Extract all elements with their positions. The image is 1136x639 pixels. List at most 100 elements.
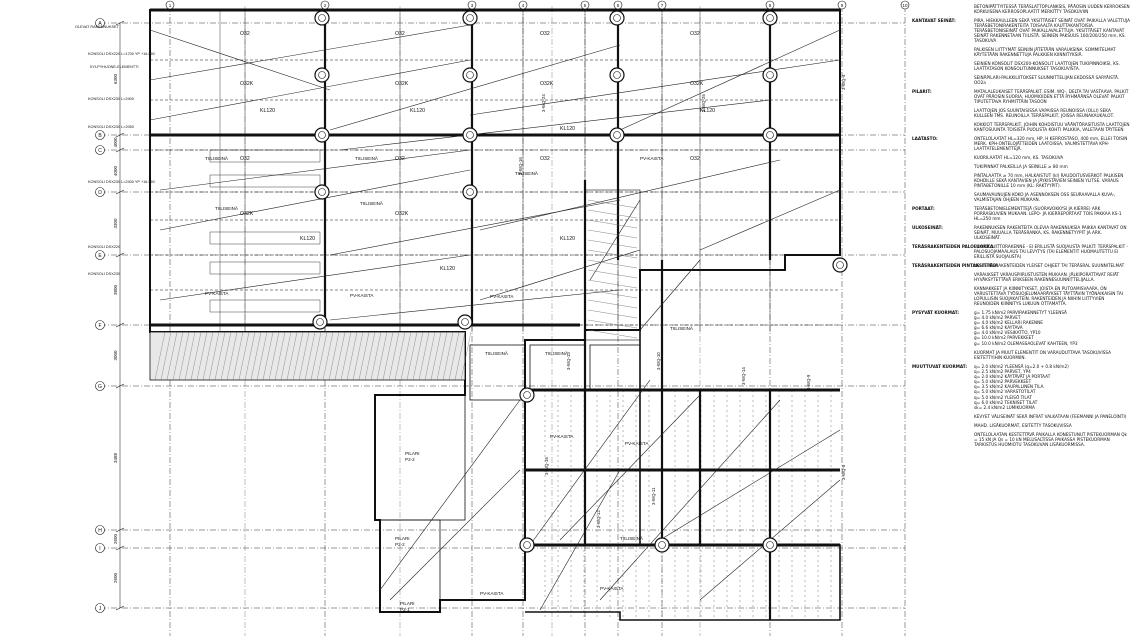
side-annotation: OLEVAT RAKENNUKSET [75, 25, 120, 29]
grid-lines [100, 6, 906, 636]
stair-hatch [587, 229, 638, 239]
dimension-tick [115, 20, 125, 26]
brick-wall-label: TIILISEINÄ [545, 350, 569, 356]
row-label: H [98, 528, 102, 534]
col-label: 8 [769, 3, 772, 8]
dimension-tick [115, 189, 125, 195]
hatch-line [244, 331, 256, 381]
dimension-text: 2600 [113, 533, 118, 544]
slab-type-label: KL120 [560, 236, 575, 242]
brick-wall-label: TIILISEINÄ [670, 325, 694, 331]
row-bubble [95, 603, 105, 613]
hatch-line [178, 331, 190, 381]
room-box [529, 344, 586, 391]
pv-strip-label: PV-KAISTA [490, 294, 514, 299]
note-row: LAATTOJEN JOS SUUNTAISISSA VAPAISSA REUN… [912, 108, 1132, 118]
column-marker [762, 537, 778, 553]
note-row: BETONIPÄTTYITESSÄ TERÄSLATTOPLANKSIS, PÄ… [912, 4, 1132, 14]
slab-type-label: O32K [240, 81, 254, 87]
row-label: F [98, 323, 101, 329]
note-text: KEVYET VÄLISEINÄT SEKÄ INFRAT VALKATAAN … [974, 414, 1127, 419]
note-row: KANNAKKEET JA KIINNITYKSET, JOISTA EN PU… [912, 286, 1132, 306]
col-bubble [837, 0, 847, 10]
concrete-wall-strip [149, 331, 466, 381]
span-diagonal [149, 29, 331, 91]
column-core [466, 14, 474, 22]
column-core [613, 14, 621, 22]
span-diagonal [339, 99, 771, 151]
dimension-tick [115, 132, 125, 138]
dimension-tick [115, 322, 125, 328]
note-text: RAKENNUKSEN RAKENTEITA OLEVIA RAKENNUKSI… [974, 225, 1128, 241]
hatch-line [406, 331, 418, 381]
slab-type-label: O32K [540, 81, 554, 87]
stair-hatch [587, 299, 638, 309]
beam-id-label: 3-WQ-25 [701, 94, 706, 112]
row-bubble [95, 187, 105, 197]
brick-wall-label: TIILISEINÄ [360, 200, 384, 206]
slab-type-label: O32 [240, 31, 250, 37]
hatch-line [346, 331, 358, 381]
side-annotation: KYLPYHUONE-ELEMENTTI [90, 65, 139, 69]
dimension-text: 4000 [113, 137, 118, 148]
hatch-line [400, 331, 412, 381]
note-row: ONTELOLAATAN KESTETTÄVÄ PAIKALLA KONESTU… [912, 432, 1132, 447]
note-text: PALKISEN LIITTYMÄT SEINIIN JÄTETÄÄN VARA… [974, 47, 1118, 58]
slab-span-arrows [149, 24, 841, 611]
brick-wall-label: TIILISEINÄ [515, 170, 539, 176]
hatch-line [412, 331, 424, 381]
note-text: BETONIPÄTTYITESSÄ TERÄSLATTOPLANKSIS, PÄ… [974, 4, 1132, 15]
dimension-tick [115, 252, 125, 258]
hatch-line [214, 331, 226, 381]
slab-type-label: O32K [395, 211, 409, 217]
dimension-text: 3300 [113, 218, 118, 229]
slab-type-label: KL120 [440, 266, 455, 272]
column-core [466, 188, 474, 196]
stair-hatch [587, 279, 638, 289]
stair-hatch [587, 289, 638, 299]
note-text: ONTELOLAATAT HL=320 mm, HP, H KERROSTASO… [974, 136, 1129, 152]
span-diagonal [659, 429, 841, 541]
note-row: MAHD. LISÄKUORMAT, ESITETTY TASOKUVISSA [912, 423, 1132, 428]
column-marker [519, 537, 535, 553]
span-diagonal [699, 189, 841, 251]
column-core [766, 131, 774, 139]
hatch-line [394, 331, 406, 381]
note-text: PIRA, HIEKKAULLEEN SEKÄ YKSITTÄISET SEIN… [974, 18, 1132, 44]
note-key: KANTAVAT SEINÄT: [912, 18, 956, 23]
note-row: VARAUKSET VARAUSPIIRUSTUSTEN MUKAAN. JÄL… [912, 272, 1132, 282]
brick-wall-label: TIILISEINÄ [485, 350, 509, 356]
col-label: 9 [841, 3, 844, 8]
slab-type-label: KL120 [410, 108, 425, 114]
stair-hatch [587, 199, 638, 209]
side-annotation: KONSOLI DSX220 L=1700 YP +16.860 [88, 52, 155, 56]
column-core [836, 261, 844, 269]
pv-strip-label: PV-KAISTA [205, 291, 229, 296]
hatch-line [304, 331, 316, 381]
column-core [523, 541, 531, 549]
hatch-line [418, 331, 430, 381]
hatch-line [424, 331, 436, 381]
column-marker [832, 257, 848, 273]
beam-id-label: 3-WQ-12 [596, 510, 601, 528]
column-core [523, 391, 531, 399]
hatch-line [256, 331, 268, 381]
hatch-line [298, 331, 310, 381]
column-core [461, 318, 469, 326]
note-key: PILARIT: [912, 89, 932, 94]
span-diagonal [389, 469, 521, 601]
column-core [316, 318, 324, 326]
column-marker [312, 314, 328, 330]
note-row: MUUTTUVAT KUORMAT:q= 2.0 kN/m2 YLEENSÄ (… [912, 364, 1132, 410]
row-label: C [98, 148, 102, 154]
hatch-line [352, 331, 364, 381]
side-annotation: KONSOLI DSX230 [88, 272, 120, 276]
col-bubble [580, 0, 590, 10]
span-diagonal [479, 159, 781, 231]
note-row: KOKKIOT TERÄSPALKIT, JOIHIN KOHDISTUU VÄ… [912, 122, 1132, 132]
hatch-line [280, 331, 292, 381]
note-row: TERÄSRAKENTEIDEN PINTAKSITTELY:KS. TERÄS… [912, 263, 1132, 268]
